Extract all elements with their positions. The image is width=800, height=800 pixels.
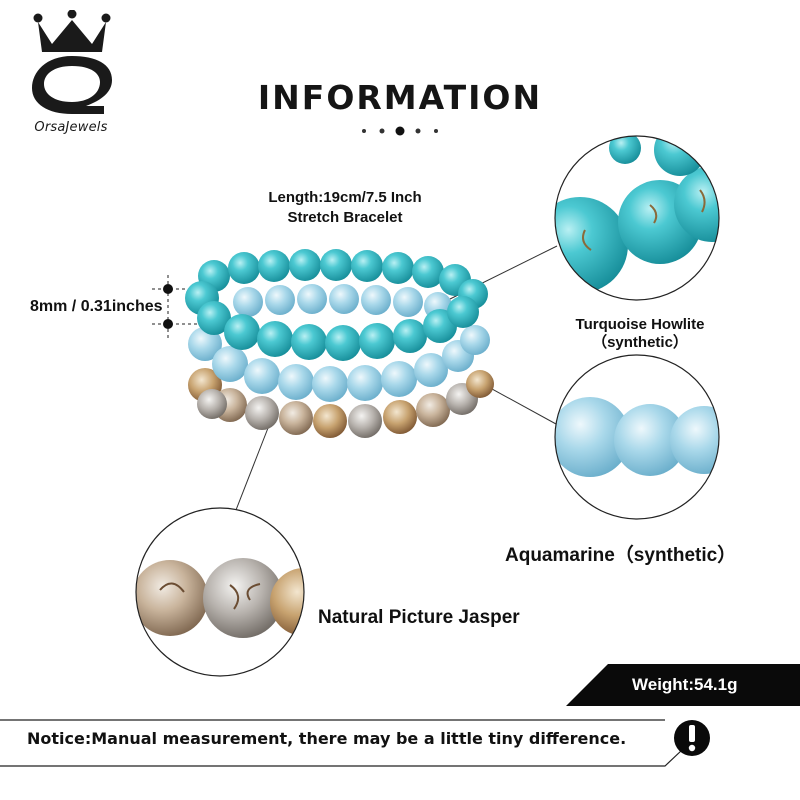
page-title: INFORMATION xyxy=(257,78,543,117)
brand-name: OrsaJewels xyxy=(34,120,108,135)
weight-banner xyxy=(566,664,800,706)
notice-text: Notice:Manual measurement, there may be … xyxy=(27,729,627,748)
turquoise-bracelet xyxy=(185,249,488,361)
title-dots-divider xyxy=(362,126,438,136)
bead-size-label: 8mm / 0.31inches xyxy=(30,298,163,315)
jasper-pointer-line xyxy=(235,427,269,511)
turquoise-zoom-circle xyxy=(554,135,720,301)
aquamarine-bracelet xyxy=(188,284,490,402)
exclamation-icon xyxy=(674,720,710,756)
length-spec: Length:19cm/7.5 Inch Stretch Bracelet xyxy=(245,188,445,228)
length-label: Length:19cm/7.5 Inch xyxy=(268,189,422,206)
weight-label: Weight:54.1g xyxy=(632,675,738,694)
turquoise-name: Turquoise Howlite xyxy=(575,316,705,333)
notice-box xyxy=(0,719,710,767)
jasper-label: Natural Picture Jasper xyxy=(318,607,520,628)
aquamarine-zoom-circle xyxy=(554,354,720,520)
crown-o-logo-icon xyxy=(32,10,112,114)
turquoise-label: Turquoise Howlite （synthetic） xyxy=(540,316,740,352)
aquamarine-label: Aquamarine（synthetic） xyxy=(505,545,737,566)
jasper-bracelet xyxy=(188,368,494,438)
turquoise-note: （synthetic） xyxy=(592,334,688,351)
bracelet-type-label: Stretch Bracelet xyxy=(287,209,403,226)
jasper-zoom-circle xyxy=(135,507,305,677)
